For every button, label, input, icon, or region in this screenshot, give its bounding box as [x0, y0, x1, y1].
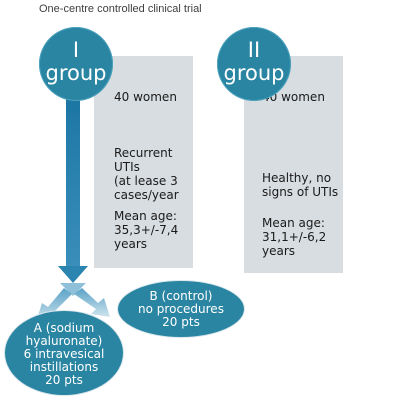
group-1-info-panel: 40 women Recurrent UTIs (at lease 3 case… [94, 56, 193, 268]
group-2-circle: II group [217, 27, 291, 101]
arrow-head [58, 266, 88, 283]
group-2-number: II [247, 38, 261, 62]
arm-a-treatment-ellipse: A (sodium hyaluronate) 6 intravesical in… [4, 310, 124, 396]
arm-b-control-ellipse: B (control) no procedures 20 pts [117, 280, 245, 338]
group-1-condition: Recurrent UTIs (at lease 3 cases/year [114, 146, 179, 202]
group-1-circle: I group [39, 27, 113, 101]
arrow-branch-right [74, 288, 110, 317]
group-1-mean-age: Mean age: 35,3+/-7,4 years [114, 209, 179, 251]
group-2-label: group [223, 61, 285, 85]
group-1-number: I [72, 38, 80, 62]
group-1-label: group [45, 61, 107, 85]
group-2-condition: Healthy, no signs of UTIs [262, 171, 339, 199]
trial-title: One-centre controlled clinical trial [39, 3, 202, 15]
group-2-mean-age: Mean age: 31,1+/-6,2 years [262, 216, 327, 258]
arrow-shaft [66, 98, 80, 268]
group-1-women-count: 40 women [114, 90, 177, 104]
arrow-split-node [60, 283, 86, 296]
